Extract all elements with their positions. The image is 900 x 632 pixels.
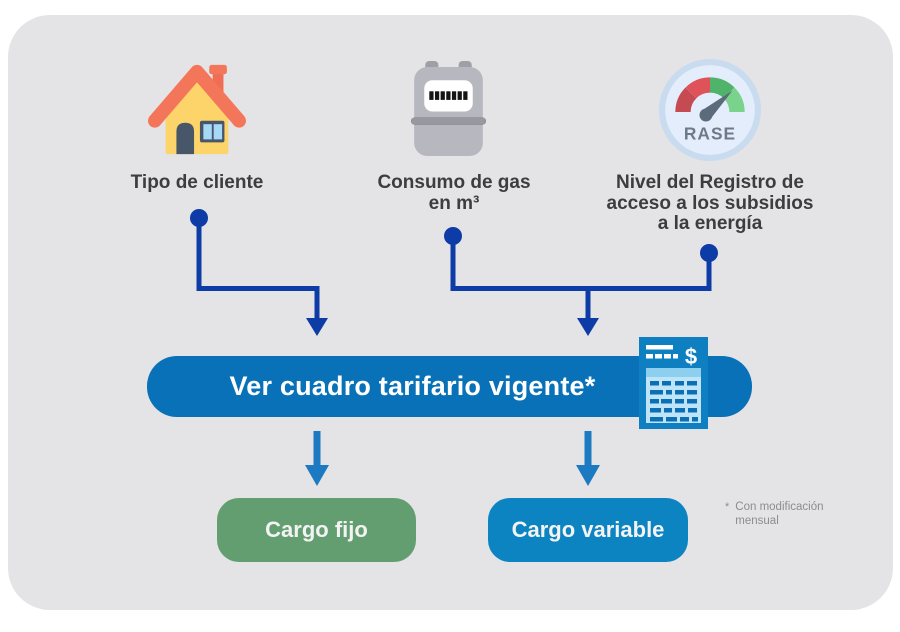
- factor-label-nivel-rase: Nivel del Registro de acceso a los subsi…: [606, 172, 814, 234]
- footnote-asterisk: *: [725, 501, 730, 513]
- factor-label-tipo-de-cliente: Tipo de cliente: [130, 172, 264, 193]
- factor-label-consumo-de-gas: Consumo de gas en m³: [377, 172, 531, 214]
- gauge-label: RASE: [684, 124, 736, 144]
- rase-gauge-icon: RASE: [659, 59, 761, 161]
- gas-meter-icon: [411, 61, 486, 159]
- currency-symbol: $: [685, 344, 697, 369]
- cargo-fijo-box: Cargo fijo: [217, 498, 416, 562]
- invoice-icon: $: [639, 337, 708, 429]
- tariff-banner-label: Ver cuadro tarifario vigente*: [229, 371, 596, 401]
- footnote: * Con modificación mensual: [725, 501, 831, 528]
- cargo-variable-label: Cargo variable: [511, 517, 665, 542]
- cargo-variable-box: Cargo variable: [488, 498, 688, 562]
- cargo-fijo-label: Cargo fijo: [265, 517, 368, 542]
- footnote-text: Con modificación mensual: [735, 501, 824, 527]
- house-icon: [148, 60, 246, 158]
